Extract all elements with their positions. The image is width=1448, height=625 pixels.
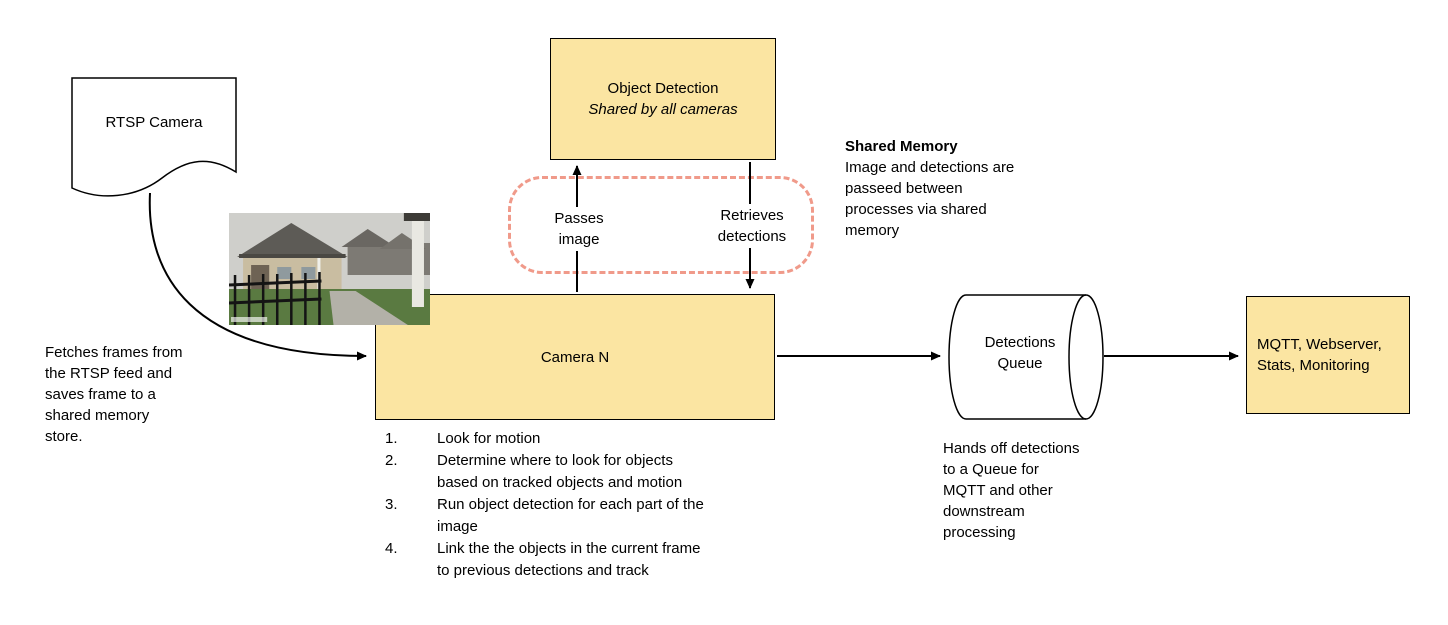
camera-snapshot-image bbox=[228, 213, 430, 325]
step-text: Link the the objects in the current fram… bbox=[437, 540, 701, 579]
camera-snapshot-scene bbox=[228, 213, 430, 325]
rtsp-camera-label: RTSP Camera bbox=[105, 114, 203, 131]
step-number: 4. bbox=[385, 540, 398, 557]
shared-memory-body: Image and detections are passeed between… bbox=[845, 159, 1015, 239]
camera-steps-list: 1. Look for motion 2. Determine where to… bbox=[385, 428, 705, 582]
step-text: Determine where to look for objects base… bbox=[437, 452, 683, 491]
camera-n-box: Camera N bbox=[375, 294, 775, 420]
camera-n-label: Camera N bbox=[540, 348, 610, 366]
object-detection-title: Object Detection bbox=[607, 80, 719, 97]
detections-queue-label: Detections Queue bbox=[984, 334, 1056, 372]
shared-memory-note: Shared Memory Image and detections are p… bbox=[845, 136, 1015, 241]
mqtt-webserver-box: MQTT, Webserver, Stats, Monitoring bbox=[1246, 296, 1410, 414]
list-item: 1. Look for motion bbox=[385, 428, 705, 450]
queue-note: Hands off detections to a Queue for MQTT… bbox=[943, 440, 1080, 541]
fetch-note: Fetches frames from the RTSP feed and sa… bbox=[45, 344, 183, 445]
object-detection-box: Object Detection Shared by all cameras bbox=[550, 38, 776, 160]
list-item: 2. Determine where to look for objects b… bbox=[385, 450, 705, 494]
step-text: Run object detection for each part of th… bbox=[437, 496, 704, 535]
list-item: 4. Link the the objects in the current f… bbox=[385, 538, 705, 582]
object-detection-subtitle: Shared by all cameras bbox=[588, 101, 738, 118]
passes-image-label: Passes image bbox=[548, 207, 610, 251]
step-text: Look for motion bbox=[437, 430, 541, 447]
shared-memory-dashed-region bbox=[508, 176, 814, 274]
shared-memory-title: Shared Memory bbox=[845, 138, 958, 155]
mqtt-webserver-label: MQTT, Webserver, Stats, Monitoring bbox=[1257, 336, 1382, 374]
list-item: 3. Run object detection for each part of… bbox=[385, 494, 705, 538]
step-number: 1. bbox=[385, 430, 398, 447]
step-number: 2. bbox=[385, 452, 398, 469]
step-number: 3. bbox=[385, 496, 398, 513]
rtsp-camera-shape bbox=[71, 77, 237, 197]
retrieves-detections-label: Retrieves detections bbox=[710, 204, 794, 248]
